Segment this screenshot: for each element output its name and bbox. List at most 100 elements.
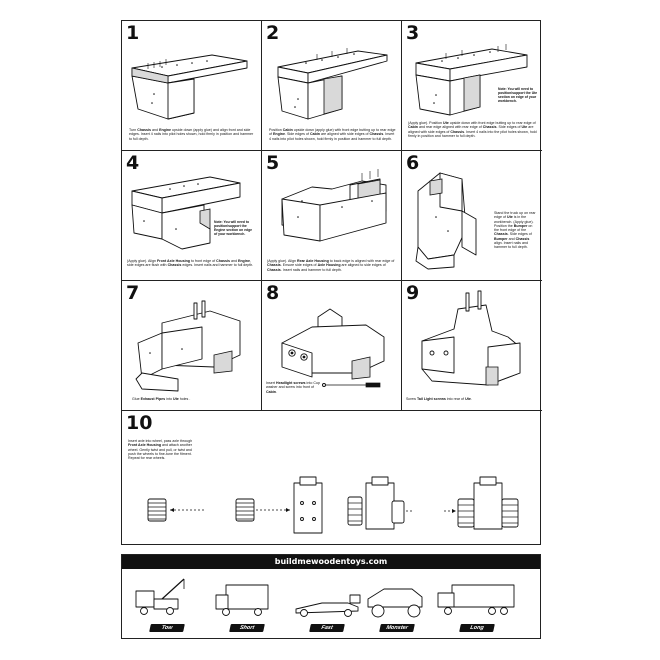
- step-number: 10: [126, 412, 153, 434]
- caption-fragment: Bumper: [513, 223, 528, 228]
- step-number: 9: [406, 282, 420, 304]
- step-9-caption: Screw Tail Light screws into rear of Ute…: [406, 397, 538, 401]
- caption-fragment: Insert axle into wheel, pass axle throug…: [128, 439, 193, 443]
- tow-truck-icon: [135, 578, 185, 615]
- caption-fragment: .: [275, 389, 277, 394]
- caption-fragment: Chassis: [450, 129, 465, 134]
- caption-fragment: . Insert nails and hammer to full depth.: [280, 267, 342, 272]
- step-1-caption: Turn Chassis and Engine upside down (app…: [129, 128, 257, 141]
- caption-fragment: . Ensure side edges of: [280, 263, 318, 268]
- caption-fragment: and: [229, 259, 238, 263]
- step-9: 9 Screw Tail Light screws into rear of U…: [402, 281, 542, 411]
- step-number: 3: [406, 22, 420, 44]
- caption-fragment: and: [151, 128, 160, 132]
- caption-fragment: (Apply glue). Align: [127, 259, 157, 263]
- steps-grid: 1 Turn Chassis and Engine upside down (a…: [121, 20, 542, 546]
- caption-fragment: Cabin: [408, 125, 418, 130]
- caption-fragment: holes .: [178, 397, 191, 401]
- step-10-illustration: [147, 476, 519, 534]
- caption-fragment: Cabin: [282, 128, 293, 132]
- step-7-illustration: [135, 300, 241, 392]
- step-10-caption: Insert axle into wheel, pass axle throug…: [128, 439, 198, 460]
- caption-fragment: is in the workbench. (Apply glue). Posit…: [494, 215, 534, 228]
- caption-fragment: and attach another wheel. Gently twist a…: [128, 443, 192, 461]
- caption-fragment: Exhaust Pipes: [140, 397, 166, 401]
- model-banner: buildmewoodentoys.com: [121, 554, 541, 639]
- model-short[interactable]: Short: [229, 624, 265, 632]
- step-number: 4: [126, 152, 140, 174]
- caption-fragment: into Cup washer and screw into front of: [266, 381, 320, 390]
- step-6-caption: Stand the truck up on rear edge of Ute i…: [494, 211, 538, 250]
- step-number: 1: [126, 22, 140, 44]
- caption-fragment: align. Insert nails and hammer to full d…: [494, 241, 528, 250]
- caption-fragment: Ute: [507, 215, 513, 220]
- step-7-caption: Glue Exhaust Pipes into Ute holes .: [132, 397, 260, 401]
- caption-fragment: Chassis: [369, 132, 384, 137]
- step-4-illustration: [131, 176, 241, 250]
- caption-fragment: and rear edge aligned with rear edge of: [417, 125, 483, 130]
- caption-fragment: Turn: [129, 128, 138, 132]
- caption-fragment: into: [165, 397, 173, 401]
- caption-fragment: Glue: [132, 397, 141, 401]
- caption-fragment: , side edges are flush with: [127, 259, 251, 268]
- caption-fragment: upside down (apply glue) and align front…: [129, 128, 254, 141]
- step-number: 7: [126, 282, 140, 304]
- caption-fragment: Engine: [159, 128, 172, 132]
- caption-fragment: . Side edges of: [284, 132, 310, 137]
- caption-fragment: Front Axle Housing: [128, 443, 162, 448]
- caption-fragment: edges. Insert nails and hammer to full d…: [181, 263, 254, 268]
- step-1: 1 Turn Chassis and Engine upside down (a…: [122, 21, 262, 151]
- caption-fragment: into rear of: [445, 397, 466, 401]
- caption-fragment: Engine: [237, 259, 250, 263]
- model-monster[interactable]: Monster: [379, 624, 415, 632]
- caption-fragment: . Insert 4 nails into the pilot holes sh…: [408, 129, 537, 138]
- caption-fragment: are aligned to side edges of: [340, 263, 386, 268]
- long-truck-icon: [437, 584, 515, 615]
- caption-fragment: (Apply glue). Position: [408, 121, 443, 125]
- caption-fragment: Front Axle Housing: [156, 259, 190, 263]
- step-8-caption: Insert Headlight screws into Cup washer …: [266, 381, 322, 394]
- step-5-illustration: [281, 169, 387, 242]
- caption-fragment: Chassis: [267, 263, 281, 268]
- step-1-illustration: [131, 54, 248, 120]
- step-4-caption: (Apply glue). Align Front Axle Housing t…: [127, 259, 257, 268]
- caption-fragment: Chassis: [267, 267, 281, 272]
- caption-fragment: upside down with front edge butting up t…: [448, 121, 536, 125]
- caption-fragment: . Side edges of: [496, 125, 522, 130]
- step-3-illustration: [415, 44, 528, 116]
- caption-fragment: Chassis: [167, 263, 182, 268]
- caption-fragment: Stand the truck up on rear edge of: [494, 211, 536, 220]
- model-tow[interactable]: Tow: [149, 624, 185, 632]
- step-7: 7 Glue Exhaust Pipes into Ute holes .: [122, 281, 262, 411]
- step-4-note: Note: You will need to position/support …: [214, 220, 253, 236]
- step-3: 3 Note: You will need to position/suppor…: [402, 21, 542, 151]
- caption-fragment: Ute: [465, 397, 471, 401]
- step-6: 6 Stand the truck up on rear edge of Ute…: [402, 151, 542, 281]
- caption-fragment: Chassis: [216, 259, 230, 263]
- step-3-caption: (Apply glue). Position Ute upside down w…: [408, 121, 538, 138]
- step-9-illustration: [421, 290, 521, 386]
- caption-fragment: Cabin: [266, 389, 276, 394]
- caption-fragment: Engine: [273, 132, 285, 137]
- website-url[interactable]: buildmewoodentoys.com: [122, 555, 540, 569]
- caption-fragment: Cabin: [309, 132, 320, 137]
- caption-fragment: and: [507, 236, 516, 241]
- caption-fragment: Chassis: [482, 125, 497, 130]
- step-number: 8: [266, 282, 280, 304]
- step-number: 5: [266, 152, 280, 174]
- caption-fragment: Headlight screws: [276, 381, 306, 385]
- caption-fragment: Ute: [442, 121, 449, 125]
- step-8-illustration: [281, 308, 385, 388]
- model-fast[interactable]: Fast: [309, 624, 345, 632]
- step-8: 8 Insert Headlight screws into Cup washe…: [262, 281, 402, 411]
- step-5: 5 (Apply glue). Align Rear Axle Housing …: [262, 151, 402, 281]
- caption-fragment: . Side edges of: [507, 232, 532, 237]
- step-10: 10 Insert axle into wheel, pass axle thr…: [122, 411, 542, 546]
- step-number: 2: [266, 22, 280, 44]
- caption-fragment: are aligned with side edges of: [408, 125, 534, 134]
- caption-fragment: .: [470, 397, 472, 401]
- caption-fragment: Position: [269, 128, 283, 132]
- model-long[interactable]: Long: [459, 624, 495, 632]
- step-5-caption: (Apply glue). Align Rear Axle Housing to…: [267, 259, 397, 272]
